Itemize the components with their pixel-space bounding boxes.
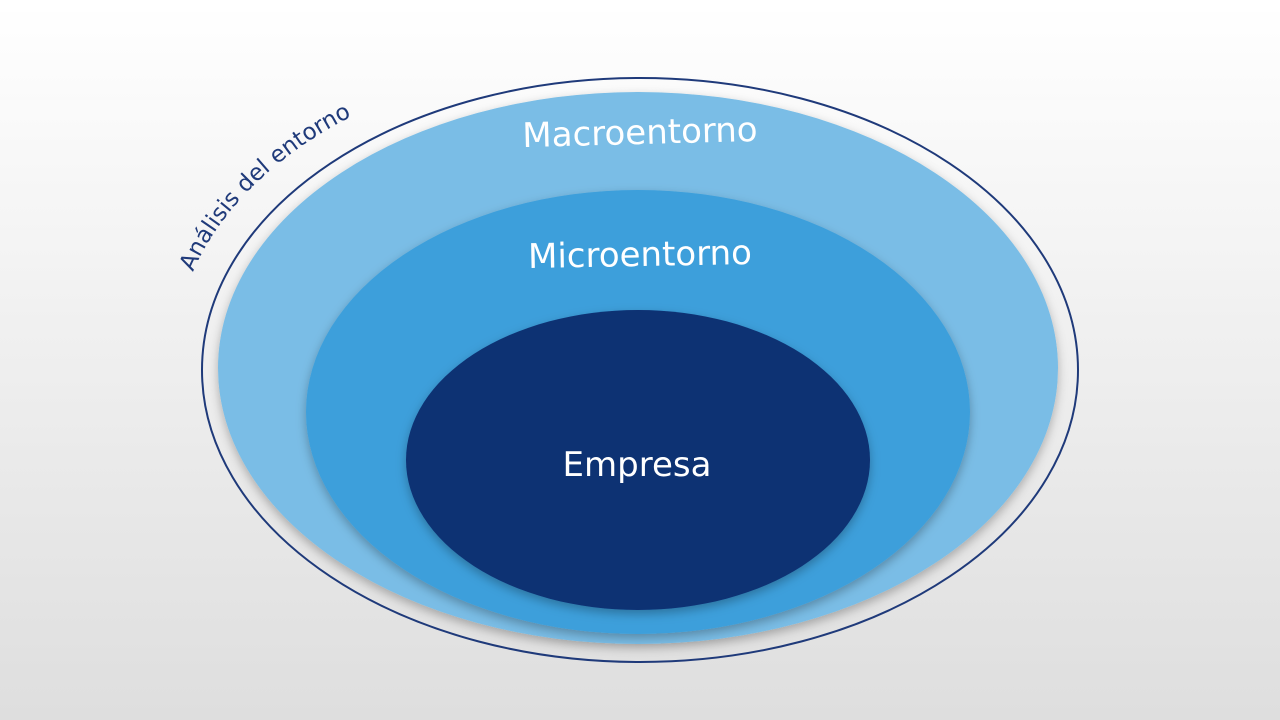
outer-ring — [201, 77, 1079, 663]
micro-label: Microentorno — [528, 233, 753, 277]
core-ellipse — [406, 310, 870, 610]
core-label: Empresa — [563, 445, 712, 485]
background-top-strip — [0, 0, 1280, 12]
macro-label: Macroentorno — [522, 110, 758, 156]
